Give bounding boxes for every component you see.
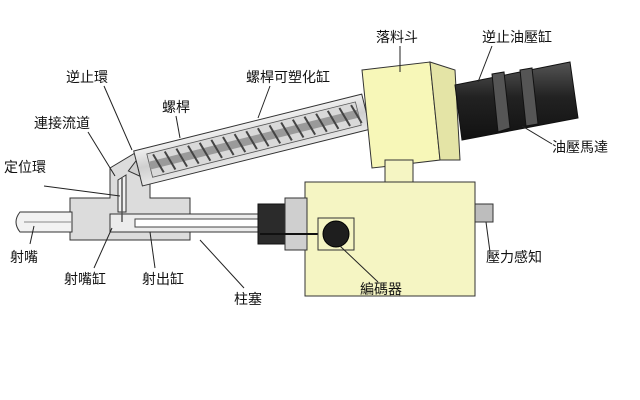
- check-ring: [127, 159, 141, 178]
- plunger-rod: [134, 218, 266, 228]
- hopper: [361, 61, 441, 169]
- screw-flight: [303, 116, 316, 136]
- encoder: [322, 220, 350, 248]
- label-screw-barrel: 螺桿可塑化缸: [246, 70, 330, 86]
- label-nozzle: 射嘴: [10, 250, 38, 266]
- screw-flight: [175, 148, 188, 168]
- label-encoder: 編碼器: [360, 282, 402, 298]
- leader-pressure-sensor: [485, 221, 491, 253]
- leader-plunger: [199, 239, 245, 289]
- leader-check-cylinder: [477, 45, 493, 83]
- label-pressure-sensor: 壓力感知: [486, 250, 542, 266]
- pressure-sensor-rod: [474, 203, 494, 223]
- screw-flight: [245, 130, 258, 150]
- label-injection-cylinder: 射出缸: [142, 272, 184, 288]
- hopper-neck: [384, 159, 414, 183]
- label-connecting-runner: 連接流道: [34, 116, 90, 132]
- leader-screw: [175, 115, 181, 139]
- leader-hydraulic-motor: [521, 125, 553, 145]
- screw-flight: [315, 113, 328, 133]
- screw-flight: [152, 153, 165, 173]
- leader-nozzle: [29, 225, 35, 245]
- screw-flight: [280, 121, 293, 141]
- leader-encoder: [339, 245, 379, 283]
- plunger-housing: [257, 203, 289, 245]
- label-screw: 螺桿: [162, 100, 190, 116]
- label-hopper: 落料斗: [376, 30, 418, 46]
- screw-barrel-group: [127, 93, 372, 187]
- screw-flight: [257, 127, 270, 147]
- label-check-ring: 逆止環: [66, 70, 108, 86]
- screw: [148, 104, 363, 173]
- screw-shaft: [148, 109, 360, 170]
- screw-flight: [198, 142, 212, 162]
- label-hydraulic-motor: 油壓馬達: [552, 140, 608, 156]
- screw-flight: [291, 119, 305, 139]
- screw-flight: [326, 110, 340, 130]
- label-check-cylinder: 逆止油壓缸: [482, 30, 552, 46]
- label-nozzle-cylinder: 射嘴缸: [64, 272, 106, 288]
- screw-flight: [350, 104, 363, 124]
- leader-screw-barrel: [257, 85, 271, 119]
- cylinder-flange-1: [491, 71, 511, 133]
- screw-flight: [163, 151, 177, 170]
- screw-flight: [187, 145, 200, 165]
- leader-check-ring: [103, 85, 133, 151]
- leader-nozzle-cylinder: [93, 227, 113, 269]
- leader-lines: [29, 45, 553, 289]
- cylinder-flange-2: [519, 67, 539, 127]
- screw-flight: [222, 136, 235, 156]
- leader-locating-ring: [43, 185, 121, 197]
- screw-flight: [233, 133, 247, 153]
- screw-flight: [210, 139, 223, 159]
- label-locating-ring: 定位環: [4, 160, 46, 176]
- plunger-flange: [284, 197, 308, 251]
- screw-flight: [268, 124, 282, 144]
- leader-injection-cylinder: [149, 231, 156, 269]
- screw-flight: [338, 107, 351, 127]
- check-cylinder: [454, 61, 579, 141]
- label-plunger: 柱塞: [234, 292, 262, 308]
- hopper-side: [429, 61, 461, 161]
- leader-connecting-runner: [87, 131, 116, 177]
